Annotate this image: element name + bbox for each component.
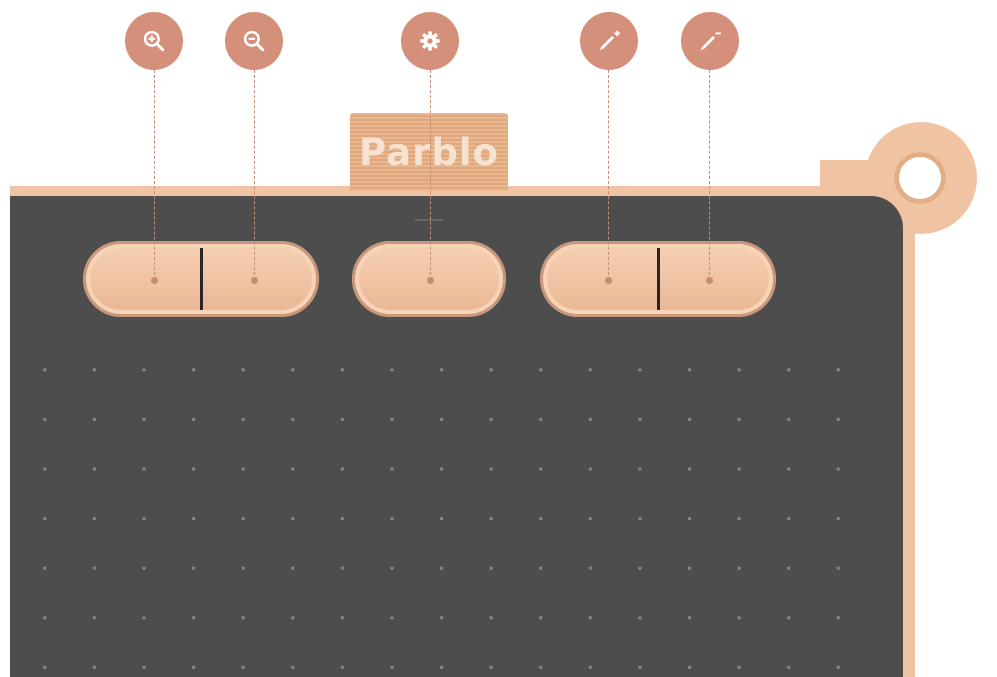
- brand-logo-text: Parblo: [359, 130, 499, 174]
- lanyard-hole: [894, 152, 946, 204]
- leader-line: [430, 70, 431, 280]
- settings-gear-icon: [401, 12, 459, 70]
- brush-size-increase-icon: [580, 12, 638, 70]
- express-key-group-brush: [540, 241, 776, 317]
- leader-dot: [706, 277, 713, 284]
- key-divider: [200, 248, 203, 310]
- zoom-in-key[interactable]: [90, 248, 200, 310]
- leader-dot: [251, 277, 258, 284]
- leader-line: [154, 70, 155, 280]
- leader-line: [254, 70, 255, 280]
- express-key-group-zoom: [83, 241, 319, 317]
- zoom-in-icon: [125, 12, 183, 70]
- key-divider: [657, 248, 660, 310]
- center-mark: [415, 219, 443, 221]
- leader-line: [709, 70, 710, 280]
- leader-line: [608, 70, 609, 280]
- zoom-out-icon: [225, 12, 283, 70]
- brush-size-decrease-icon: [681, 12, 739, 70]
- brush-increase-key[interactable]: [547, 248, 657, 310]
- leader-dot: [605, 277, 612, 284]
- brush-decrease-key[interactable]: [660, 248, 769, 310]
- leader-dot: [427, 277, 434, 284]
- leader-dot: [151, 277, 158, 284]
- active-area-dot-grid: [20, 345, 840, 675]
- brand-tab: Parblo: [350, 113, 508, 191]
